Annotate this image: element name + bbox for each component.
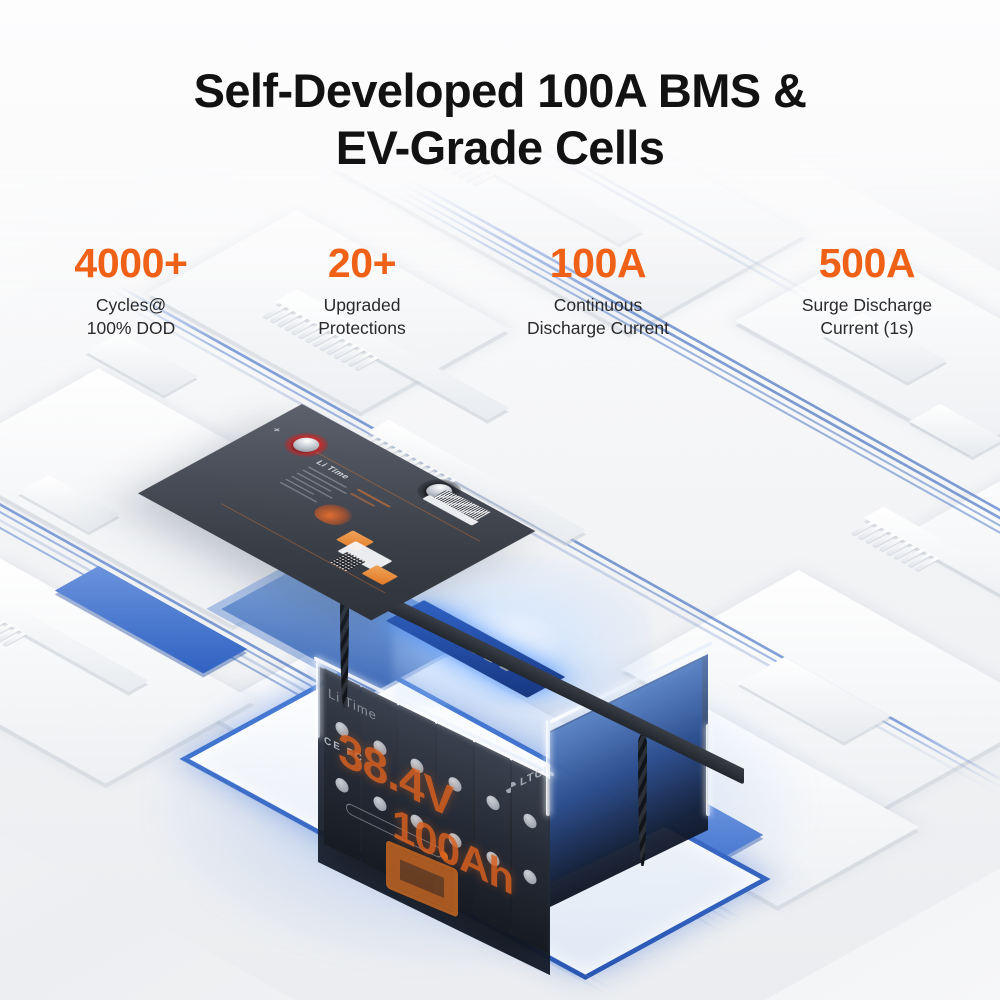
- stat-value: 20+: [327, 240, 397, 286]
- rope-handle-left: [340, 588, 349, 708]
- stat-caption-line-2: Protections: [318, 318, 406, 339]
- lid-top-surface: [137, 404, 536, 621]
- page-title: Self-Developed 100A BMS & EV-Grade Cells: [0, 62, 1000, 177]
- frame-rail: [706, 724, 710, 816]
- battery-enclosure: Li Time CE FC 38.4V 100Ah LTCP: [206, 548, 712, 976]
- top-fade-overlay: [0, 0, 1000, 300]
- stat-surge-current: 500A Surge Discharge Current (1s): [734, 243, 1000, 363]
- stat-caption: Surge Discharge Current (1s): [734, 294, 1000, 340]
- stat-protections: 20+ Upgraded Protections: [262, 243, 462, 363]
- stat-cycles: 4000+ Cycles@ 100% DOD: [0, 243, 262, 363]
- stat-continuous-current: 100A Continuous Discharge Current: [462, 243, 734, 363]
- stat-caption-line-2: 100% DOD: [86, 318, 176, 339]
- stat-caption-line-2: Current (1s): [820, 318, 914, 339]
- stat-value: 500A: [818, 240, 916, 286]
- stat-caption-line-1: Continuous: [553, 295, 643, 315]
- headline-line-1: Self-Developed 100A BMS &: [193, 64, 807, 117]
- stats-row: 4000+ Cycles@ 100% DOD 20+ Upgraded Prot…: [0, 243, 1000, 363]
- rope-handle-right: [638, 734, 647, 866]
- headline-line-2: EV-Grade Cells: [335, 121, 665, 175]
- frame-rail: [316, 660, 320, 738]
- stat-caption: Upgraded Protections: [262, 294, 462, 340]
- stat-caption: Cycles@ 100% DOD: [0, 294, 262, 340]
- stat-value: 100A: [549, 240, 647, 286]
- frame-rail: [546, 720, 550, 816]
- battery-top-lid: + − Li Time: [137, 404, 748, 785]
- stat-caption-line-1: Upgraded: [323, 295, 401, 315]
- stat-value: 4000+: [74, 240, 188, 286]
- stat-caption-line-1: Surge Discharge: [801, 295, 933, 315]
- stat-caption-line-1: Cycles@: [95, 295, 167, 315]
- stat-caption-line-2: Discharge Current: [527, 318, 669, 339]
- stat-caption: Continuous Discharge Current: [462, 294, 734, 340]
